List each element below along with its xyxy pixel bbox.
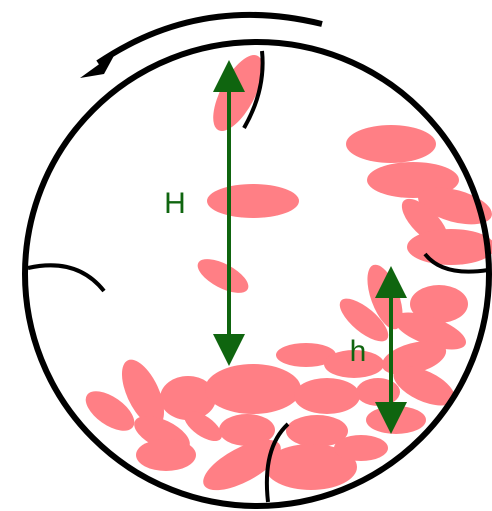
particle xyxy=(136,439,196,471)
particle xyxy=(205,364,301,414)
particle xyxy=(294,378,360,414)
lifter-bar xyxy=(28,265,104,291)
particle xyxy=(407,229,492,265)
particle xyxy=(334,435,388,461)
particle xyxy=(207,184,299,218)
particle xyxy=(346,125,436,163)
label-tall-height: H xyxy=(164,187,186,220)
particle xyxy=(366,406,426,434)
label-short-height: h xyxy=(350,335,367,368)
particle xyxy=(193,252,254,299)
particle xyxy=(356,378,400,406)
